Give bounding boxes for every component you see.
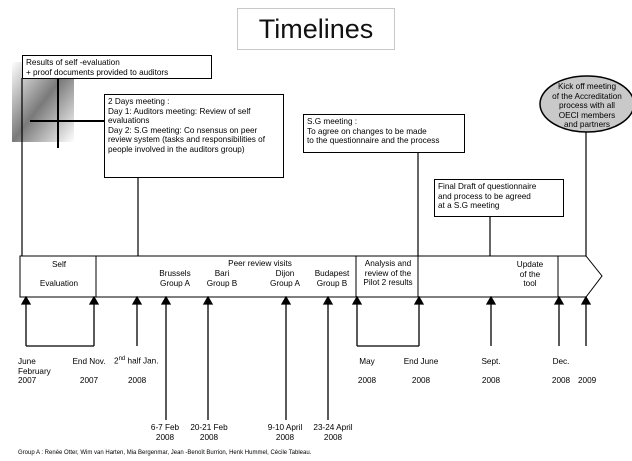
kickoff-ellipse: [539, 75, 632, 133]
date-half-jan-year: 2008: [128, 376, 147, 385]
two-days-meeting-box: 2 Days meeting : Day 1: Auditors meeting…: [104, 94, 284, 178]
date-end-nov-2007: End Nov. 2007: [72, 357, 106, 385]
date-sept-2008: Sept. 2008: [481, 357, 501, 385]
kickoff-text: Kick off meeting of the Accreditation pr…: [552, 82, 622, 129]
phase-bari: Bari Group B: [206, 269, 238, 288]
date-20-21-feb: 20-21 Feb 2008: [190, 423, 228, 442]
phase-budapest: Budapest Group B: [314, 269, 350, 288]
self-evaluation-results-box: Results of self -evaluation + proof docu…: [22, 55, 212, 79]
page-title: Timelines: [237, 8, 395, 50]
date-may-2008: May 2008: [357, 357, 377, 385]
phase-self-evaluation: Self Evaluation: [39, 260, 79, 288]
date-half-jan-sup: nd: [118, 356, 126, 362]
phase-brussels: Brussels Group A: [159, 269, 191, 288]
date-23-24-april: 23-24 April 2008: [313, 423, 353, 442]
sg-meeting-box: S.G meeting : To agree on changes to be …: [303, 114, 465, 153]
date-6-7-feb: 6-7 Feb 2008: [150, 423, 180, 442]
date-end-june-2008: End June 2008: [403, 357, 439, 385]
date-dec-2008: Dec. 2008: [551, 357, 571, 385]
date-9-10-april: 9-10 April 2008: [267, 423, 303, 442]
group-a-footnote: Group A : Renée Otter, Wim van Harten, M…: [18, 450, 312, 456]
date-half-jan: 2nd half Jan.: [114, 355, 158, 366]
phase-analysis: Analysis and review of the Pilot 2 resul…: [363, 259, 413, 287]
box-connectors: [21, 78, 587, 256]
date-june-2007: June February 2007: [18, 357, 51, 385]
date-half-jan-text: half Jan.: [125, 356, 159, 366]
date-2009: 2009: [578, 376, 597, 385]
final-draft-box: Final Draft of questionnaire and process…: [434, 179, 564, 217]
phase-peer-review: Peer review visits: [228, 259, 292, 268]
phase-update: Update of the tool: [516, 260, 544, 288]
milestone-arrows: [20, 295, 592, 420]
phase-dijon: Dijon Group A: [269, 269, 301, 288]
date-half-jan-num: 2: [114, 356, 119, 366]
timeline-arrow: [19, 255, 603, 298]
timeline-separators: [95, 256, 559, 297]
